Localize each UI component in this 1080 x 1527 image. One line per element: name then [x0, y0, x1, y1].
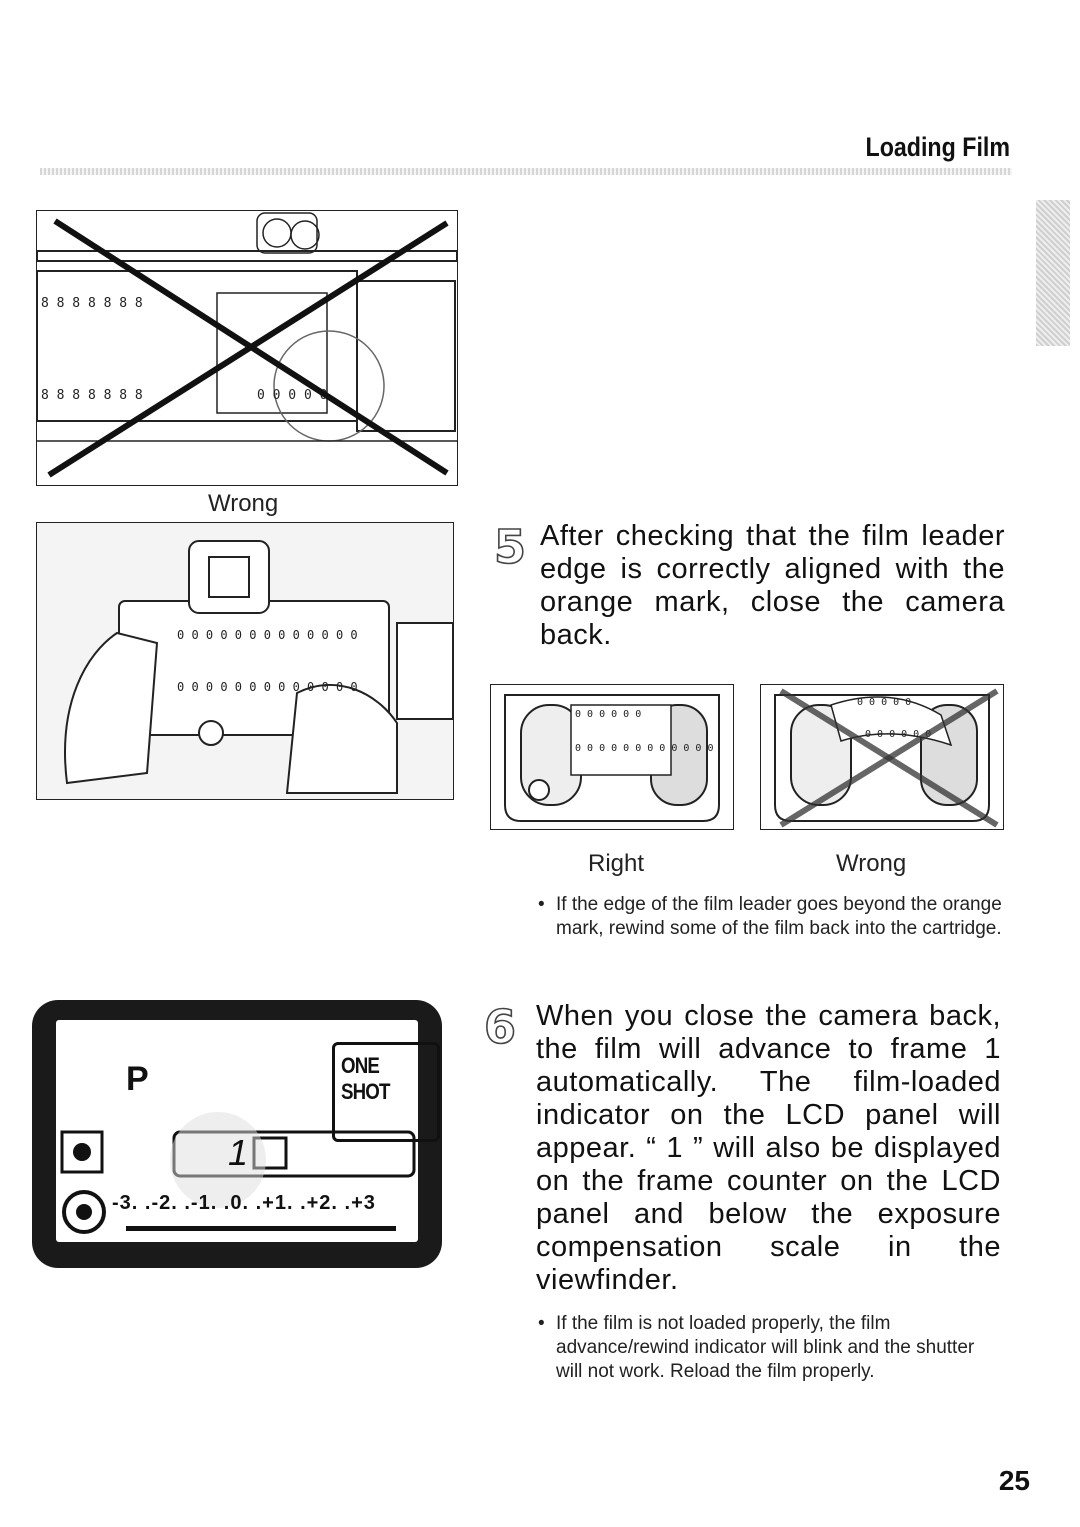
figure-film-wrong: 0 0 0 0 0 0 0 0 0 0 0 — [760, 684, 1004, 830]
lcd-segments — [60, 1112, 416, 1234]
step-6-note: If the film is not loaded properly, the … — [536, 1312, 1004, 1384]
svg-text:8 8 8 8 8 8 8: 8 8 8 8 8 8 8 — [41, 388, 143, 403]
section-title: Loading Film — [865, 132, 1010, 162]
step-5-text: After checking that the film leader edge… — [540, 520, 1005, 651]
hands-camera-illustration: 0 0 0 0 0 0 0 0 0 0 0 0 0 0 0 0 0 0 0 0 … — [37, 523, 454, 799]
svg-text:0 0 0 0 0 0 0 0 0 0 0 0 0: 0 0 0 0 0 0 0 0 0 0 0 0 0 — [177, 628, 358, 642]
thumb-tab — [1036, 200, 1070, 346]
step-6-text: When you close the camera back, the film… — [536, 1000, 1001, 1296]
page-number: 25 — [998, 1465, 1030, 1496]
film-wrong-illustration: 0 0 0 0 0 0 0 0 0 0 0 — [774, 688, 999, 828]
svg-text:0 0 0 0 0 0 0 0 0 0 0 0 0: 0 0 0 0 0 0 0 0 0 0 0 0 0 — [177, 680, 358, 694]
step-6-number: 6 — [483, 999, 517, 1055]
step-5-number: 5 — [493, 519, 527, 575]
figure-caption-wrong-top: Wrong — [208, 490, 279, 517]
figure-caption-wrong: Wrong — [836, 850, 907, 877]
svg-text:8 8 8 8 8 8 8: 8 8 8 8 8 8 8 — [41, 296, 143, 311]
lcd-mode: P — [126, 1060, 149, 1098]
svg-text:0 0 0 0 0: 0 0 0 0 0 — [857, 697, 911, 708]
lcd-af-mode: ONE SHOT — [341, 1053, 390, 1104]
camera-back-wrong-illustration: 8 8 8 8 8 8 8 8 8 8 8 8 8 8 0 0 0 0 0 — [36, 212, 458, 478]
figure-wrong-loading: 8 8 8 8 8 8 8 8 8 8 8 8 8 8 0 0 0 0 0 — [36, 210, 458, 486]
lcd-panel: P ONE SHOT 1 -3. .-2. .-1. .0. .+1. .+2.… — [32, 1000, 442, 1268]
lcd-panel-screen: P ONE SHOT 1 -3. .-2. .-1. .0. .+1. .+2.… — [56, 1020, 440, 1242]
figure-caption-right: Right — [588, 850, 645, 877]
svg-text:0 0 0 0 0 0: 0 0 0 0 0 0 — [865, 729, 931, 740]
header-rule — [40, 168, 1012, 175]
svg-text:0 0 0 0 0 0 0 0 0 0 0 0: 0 0 0 0 0 0 0 0 0 0 0 0 — [575, 743, 713, 754]
svg-text:0 0 0 0 0 0: 0 0 0 0 0 0 — [575, 709, 641, 720]
figure-closing-back: 0 0 0 0 0 0 0 0 0 0 0 0 0 0 0 0 0 0 0 0 … — [36, 522, 454, 800]
film-right-illustration: 0 0 0 0 0 0 0 0 0 0 0 0 0 0 0 0 0 0 — [504, 694, 720, 822]
figure-film-right: 0 0 0 0 0 0 0 0 0 0 0 0 0 0 0 0 0 0 — [490, 684, 734, 830]
lcd-frame-counter: 1 — [228, 1132, 249, 1173]
lcd-exposure-scale: -3. .-2. .-1. .0. .+1. .+2. .+3 — [112, 1192, 376, 1214]
lcd-af-mode-box: ONE SHOT — [332, 1042, 440, 1142]
step-5-note: If the edge of the film leader goes beyo… — [536, 893, 1004, 941]
svg-text:0 0 0 0 0: 0 0 0 0 0 — [257, 388, 327, 403]
